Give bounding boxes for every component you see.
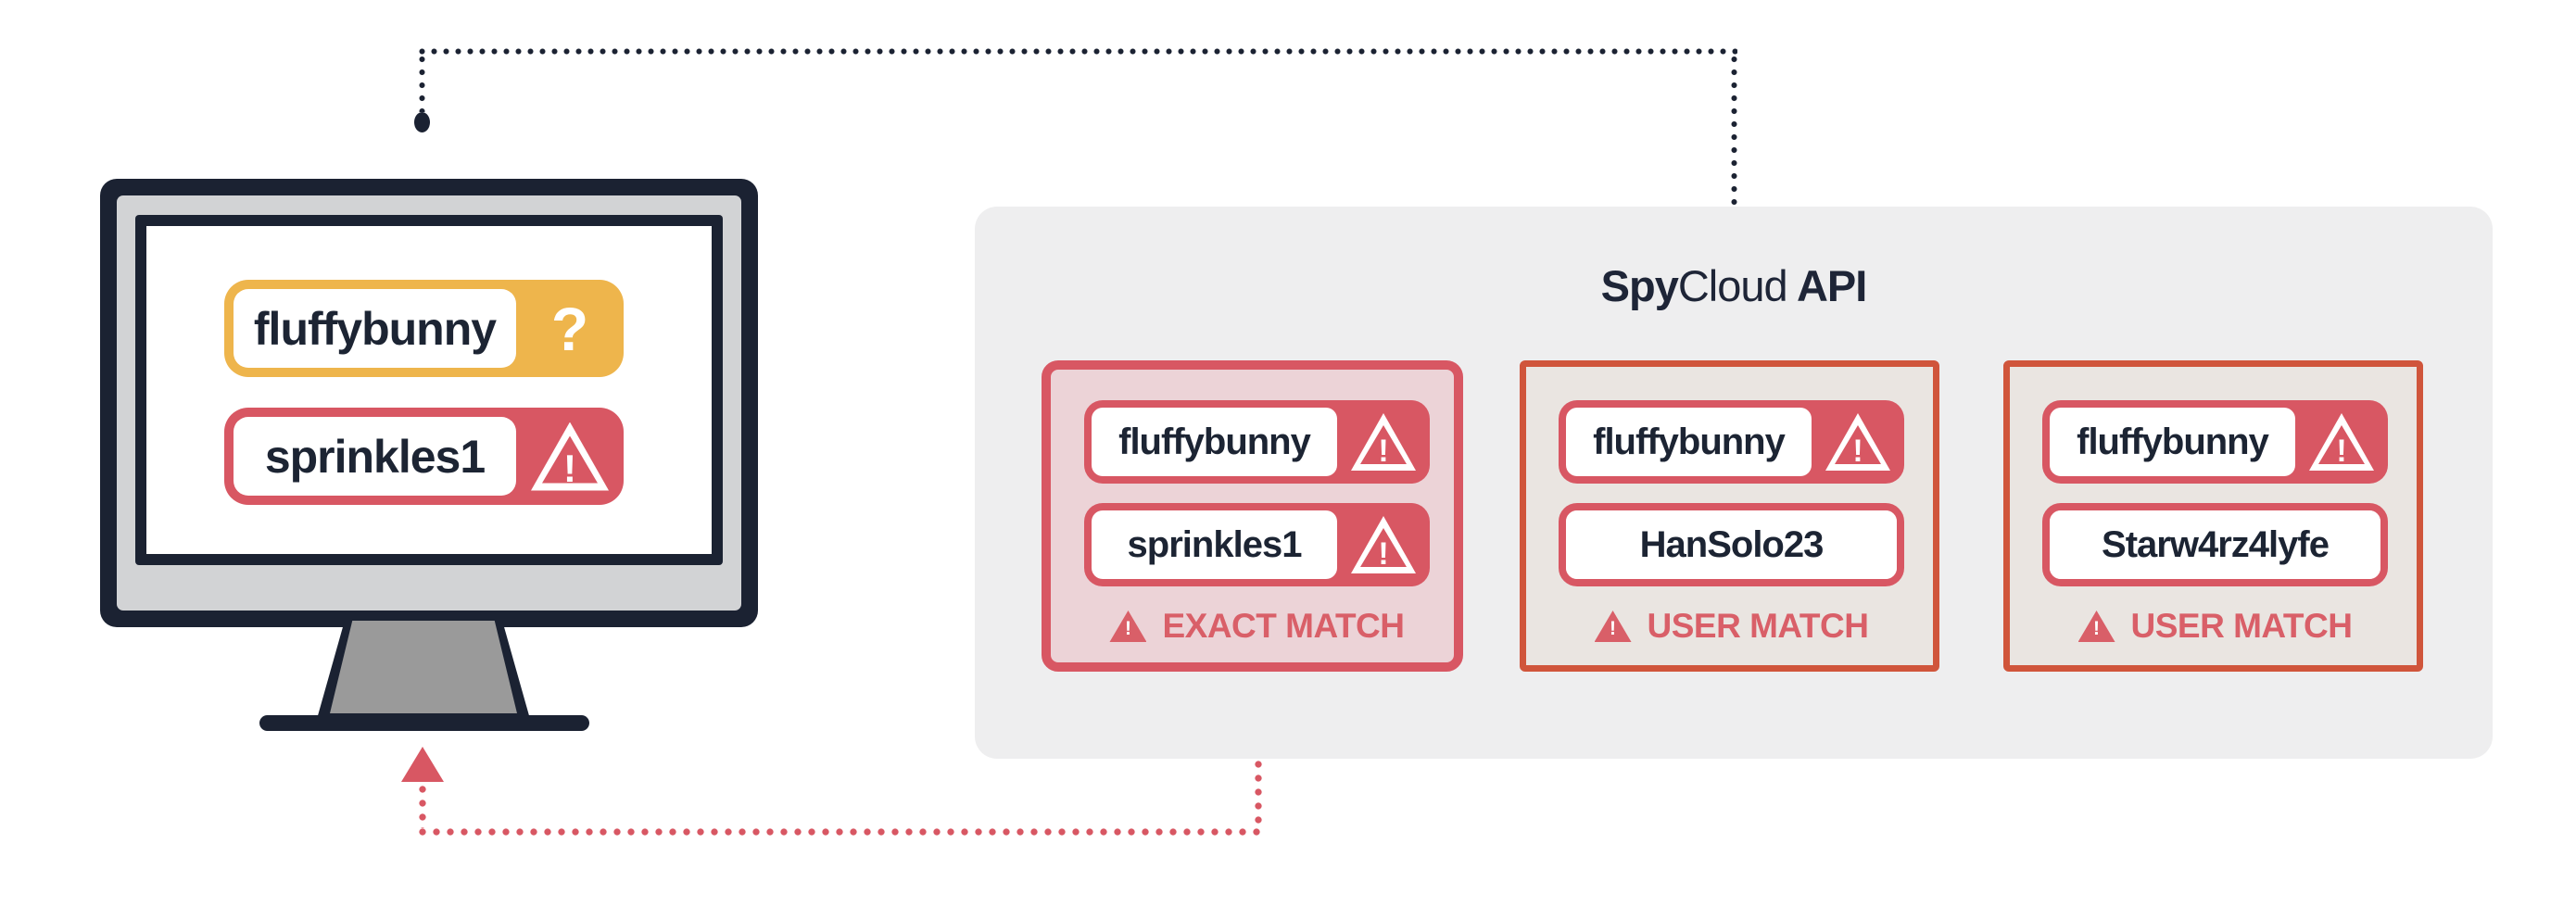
connector-line-down (1731, 55, 1737, 212)
monitor-screen-frame: fluffybunny ? sprinkles1 ! (135, 215, 723, 565)
username-value-box: fluffybunny (234, 289, 516, 368)
result-field: fluffybunny ! (2042, 400, 2388, 484)
warning-triangle-icon: ! (1337, 400, 1430, 484)
match-card-user-2: fluffybunny ! Starw4rz4lyfe ! USER MATCH (2003, 360, 2423, 672)
field-value: fluffybunny (2077, 421, 2269, 462)
return-line-up (419, 785, 426, 828)
password-text: sprinkles1 (264, 430, 486, 483)
password-value-box: sprinkles1 (234, 417, 516, 496)
field-value: fluffybunny (1593, 421, 1786, 462)
field-value: fluffybunny (1118, 421, 1311, 462)
warning-triangle-icon: ! (2295, 400, 2388, 484)
connector-line-up (419, 55, 425, 112)
username-text: fluffybunny (253, 302, 497, 355)
connector-line-across (419, 48, 1737, 55)
monitor: fluffybunny ? sprinkles1 ! (100, 179, 758, 627)
monitor-screen: fluffybunny ? sprinkles1 ! (146, 226, 712, 554)
warning-triangle-icon: ! (516, 408, 624, 505)
credential-field-password: sprinkles1 ! (224, 408, 624, 505)
field-value: HanSolo23 (1639, 523, 1825, 565)
monitor-stand-base (259, 715, 589, 731)
warning-solid-icon: ! (1109, 611, 1147, 642)
monitor-bezel: fluffybunny ? sprinkles1 ! (117, 195, 741, 611)
monitor-stand-neck (330, 621, 517, 713)
result-field: sprinkles1 ! (1084, 503, 1430, 586)
return-line-down (1255, 718, 1262, 830)
title-brand-bold: Spy (1600, 261, 1679, 310)
credential-field-username: fluffybunny ? (224, 280, 624, 377)
warning-solid-icon: ! (2077, 611, 2115, 642)
connector-start-dot (414, 112, 430, 132)
spycloud-api-panel: SpyCloud API fluffybunny ! sprinkles1 ! … (975, 207, 2493, 759)
result-field: fluffybunny ! (1084, 400, 1430, 484)
match-type-label: ! USER MATCH (2042, 607, 2388, 646)
question-icon: ? (550, 294, 589, 363)
field-value: sprinkles1 (1127, 523, 1303, 565)
match-type-label: ! EXACT MATCH (1084, 607, 1430, 646)
result-field: HanSolo23 (1559, 503, 1904, 586)
warning-triangle-icon: ! (1337, 503, 1430, 586)
warning-triangle-icon: ! (1812, 400, 1904, 484)
match-card-user-1: fluffybunny ! HanSolo23 ! USER MATCH (1520, 360, 1939, 672)
panel-title: SpyCloud API (975, 260, 2493, 311)
result-field: fluffybunny ! (1559, 400, 1904, 484)
title-suffix: API (1787, 261, 1867, 310)
arrowhead-up-icon (401, 747, 444, 782)
field-value: Starw4rz4lyfe (2102, 523, 2330, 565)
warning-solid-icon: ! (1594, 611, 1632, 642)
match-card-exact: fluffybunny ! sprinkles1 ! ! EXACT MATCH (1042, 360, 1463, 672)
match-type-label: ! USER MATCH (1559, 607, 1904, 646)
result-field: Starw4rz4lyfe (2042, 503, 2388, 586)
return-line-across (419, 828, 1262, 836)
title-brand-light: Cloud (1677, 261, 1788, 310)
